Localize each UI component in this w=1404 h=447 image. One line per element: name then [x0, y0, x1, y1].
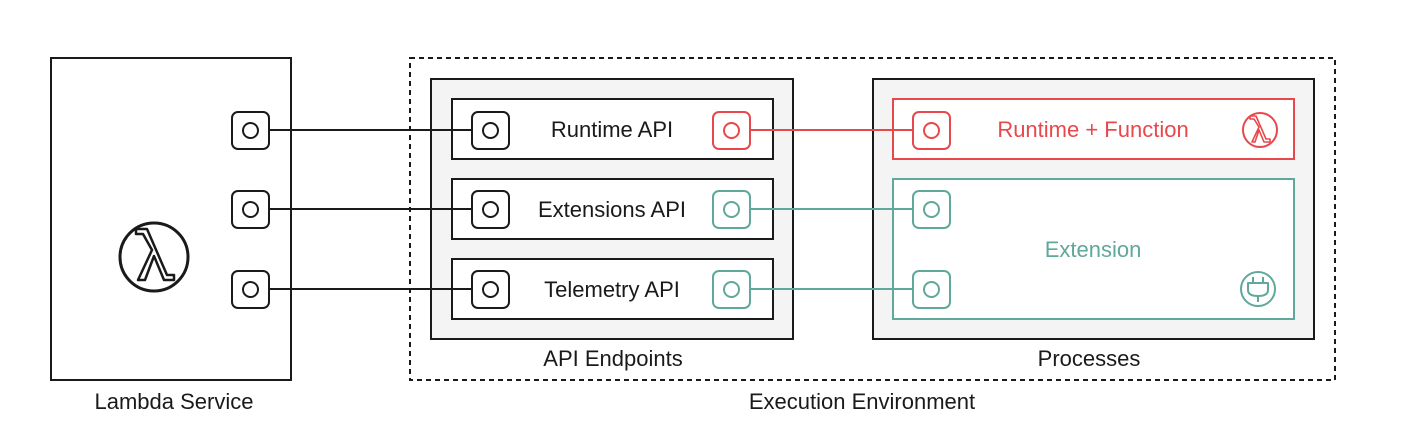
runtime-api-out-port	[712, 111, 751, 150]
processes-label: Processes	[1038, 346, 1141, 371]
extension-label: Extension	[1045, 237, 1142, 262]
service-port-runtime	[231, 111, 270, 150]
execution-environment-label: Execution Environment	[749, 389, 975, 414]
extensions-api-in-port	[471, 190, 510, 229]
runtime-function-port	[912, 111, 951, 150]
telemetry-api-out-port	[712, 270, 751, 309]
lambda-service-label: Lambda Service	[95, 389, 254, 414]
telemetry-api-in-port	[471, 270, 510, 309]
telemetry-api-label: Telemetry API	[544, 277, 680, 302]
extension-box	[892, 178, 1295, 320]
extensions-api-label: Extensions API	[538, 197, 686, 222]
service-port-extensions	[231, 190, 270, 229]
extension-port-telemetry	[912, 270, 951, 309]
lambda-service-lambda-icon	[118, 221, 190, 293]
service-port-telemetry	[231, 270, 270, 309]
runtime-api-label: Runtime API	[551, 117, 673, 142]
api-endpoints-label: API Endpoints	[543, 346, 682, 371]
runtime-function-box	[892, 98, 1295, 160]
execution-environment-boundary	[409, 57, 1336, 381]
extension-plug-icon	[1240, 271, 1276, 307]
runtime-function-lambda-icon	[1242, 112, 1278, 148]
extension-port-extensions	[912, 190, 951, 229]
runtime-function-label: Runtime + Function	[997, 117, 1188, 142]
runtime-api-in-port	[471, 111, 510, 150]
extensions-api-out-port	[712, 190, 751, 229]
